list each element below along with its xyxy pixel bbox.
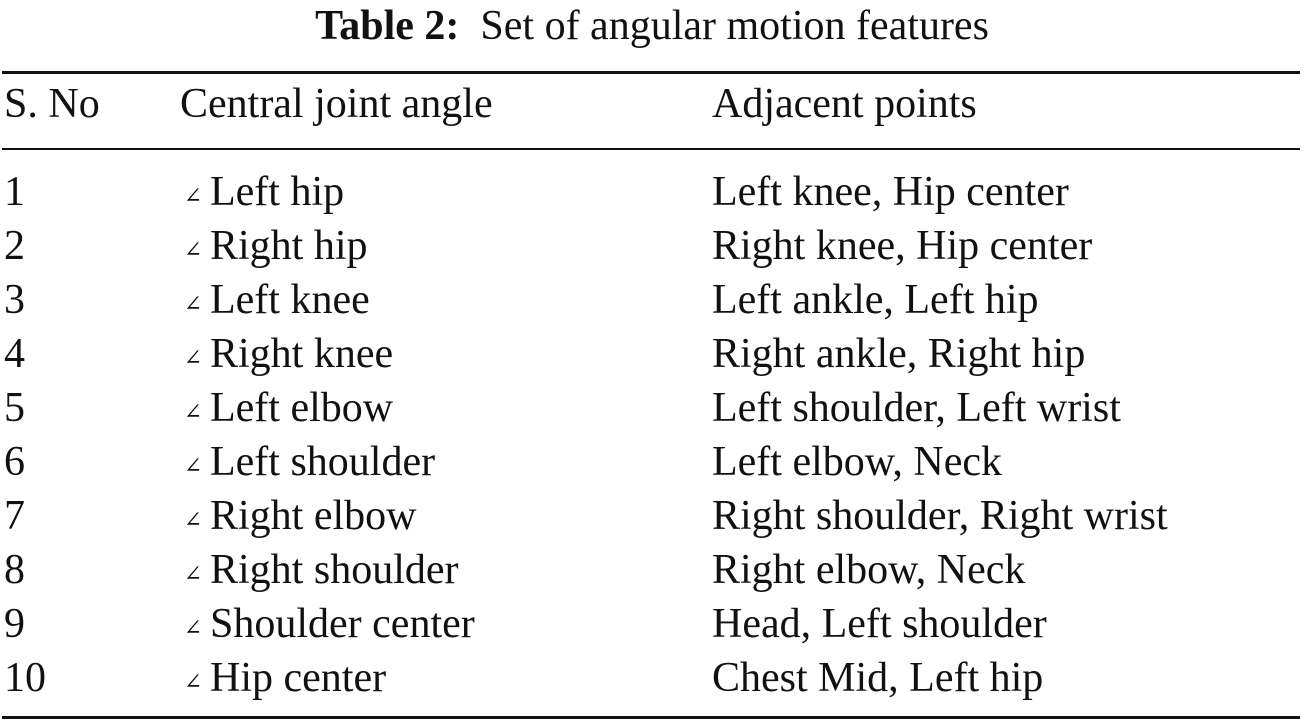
row-central-joint-angle: ∠ Right shoulder bbox=[180, 546, 459, 598]
row-central-joint-angle: ∠ Left elbow bbox=[180, 384, 393, 436]
row-sno: 9 bbox=[4, 601, 25, 647]
row-sno: 6 bbox=[4, 439, 25, 485]
row-adjacent-points: Left shoulder, Left wrist bbox=[712, 385, 1121, 431]
row-sno: 8 bbox=[4, 547, 25, 593]
row-adjacent-points: Right knee, Hip center bbox=[712, 223, 1093, 269]
row-angle-label: Right hip bbox=[210, 223, 368, 269]
table-bottom-rule bbox=[2, 716, 1300, 719]
header-adjacent-points: Adjacent points bbox=[712, 81, 977, 127]
row-angle-label: Hip center bbox=[210, 655, 387, 701]
row-adjacent-points: Right elbow, Neck bbox=[712, 547, 1026, 593]
table-caption-text: Set of angular motion features bbox=[480, 3, 989, 49]
table-top-rule bbox=[2, 71, 1300, 74]
row-central-joint-angle: ∠ Right hip bbox=[180, 222, 368, 274]
row-sno: 7 bbox=[4, 493, 25, 539]
angle-icon: ∠ bbox=[183, 183, 203, 208]
row-angle-label: Left shoulder bbox=[210, 439, 436, 485]
row-central-joint-angle: ∠ Right elbow bbox=[180, 492, 417, 544]
row-central-joint-angle: ∠ Shoulder center bbox=[180, 600, 475, 652]
angle-icon: ∠ bbox=[183, 669, 203, 694]
angle-icon: ∠ bbox=[183, 615, 203, 640]
angle-icon: ∠ bbox=[183, 399, 203, 424]
row-central-joint-angle: ∠ Left shoulder bbox=[180, 438, 435, 490]
row-adjacent-points: Left knee, Hip center bbox=[712, 169, 1069, 215]
row-angle-label: Left hip bbox=[210, 169, 345, 215]
row-sno: 4 bbox=[4, 331, 25, 377]
row-adjacent-points: Left elbow, Neck bbox=[712, 439, 1002, 485]
row-angle-label: Left elbow bbox=[210, 385, 394, 431]
table-caption: Table 2: Set of angular motion features bbox=[0, 2, 1304, 50]
row-central-joint-angle: ∠ Right knee bbox=[180, 330, 393, 382]
row-central-joint-angle: ∠ Hip center bbox=[180, 654, 386, 706]
angle-icon: ∠ bbox=[183, 237, 203, 262]
row-angle-label: Right elbow bbox=[210, 493, 417, 539]
row-angle-label: Right knee bbox=[210, 331, 394, 377]
row-sno: 2 bbox=[4, 223, 25, 269]
table-header-rule bbox=[2, 148, 1300, 150]
row-adjacent-points: Right shoulder, Right wrist bbox=[712, 493, 1168, 539]
row-angle-label: Right shoulder bbox=[210, 547, 459, 593]
table-caption-label: Table 2: bbox=[315, 3, 460, 49]
row-adjacent-points: Head, Left shoulder bbox=[712, 601, 1047, 647]
row-sno: 3 bbox=[4, 277, 25, 323]
row-adjacent-points: Chest Mid, Left hip bbox=[712, 655, 1044, 701]
header-central-joint-angle: Central joint angle bbox=[180, 81, 493, 127]
row-sno: 5 bbox=[4, 385, 25, 431]
angle-icon: ∠ bbox=[183, 507, 203, 532]
row-angle-label: Shoulder center bbox=[210, 601, 475, 647]
angle-icon: ∠ bbox=[183, 561, 203, 586]
row-angle-label: Left knee bbox=[210, 277, 370, 323]
row-sno: 1 bbox=[4, 169, 25, 215]
angle-icon: ∠ bbox=[183, 453, 203, 478]
row-adjacent-points: Left ankle, Left hip bbox=[712, 277, 1039, 323]
row-sno: 10 bbox=[4, 655, 46, 701]
row-central-joint-angle: ∠ Left hip bbox=[180, 168, 344, 220]
header-sno: S. No bbox=[4, 81, 100, 127]
angle-icon: ∠ bbox=[183, 291, 203, 316]
row-adjacent-points: Right ankle, Right hip bbox=[712, 331, 1086, 377]
row-central-joint-angle: ∠ Left knee bbox=[180, 276, 370, 328]
angle-icon: ∠ bbox=[183, 345, 203, 370]
